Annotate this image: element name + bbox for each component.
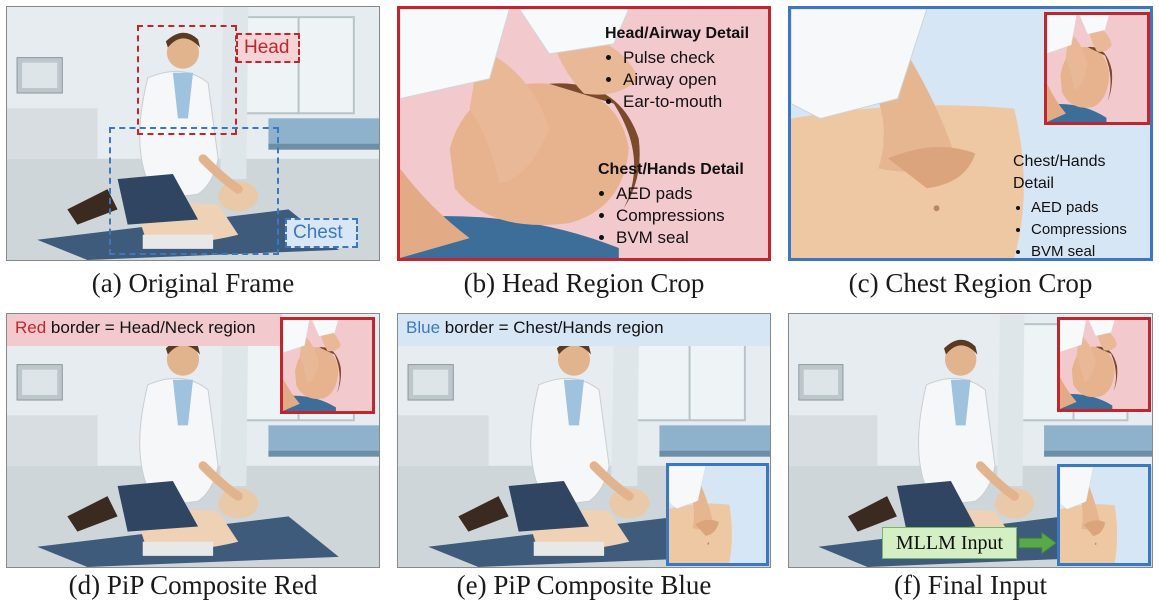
banner-color-word: Red [15, 318, 46, 337]
caption-d: (d) PiP Composite Red [6, 570, 380, 601]
caption-f: (f) Final Input [788, 570, 1153, 601]
chest-inset [666, 463, 769, 566]
head-region-label: Head [236, 33, 300, 63]
chest-hands-title: Chest/Hands Detail [598, 159, 744, 181]
chest-region-label: Chest [285, 218, 358, 248]
chest-item: Compressions [1031, 219, 1150, 241]
chest-inset [1057, 464, 1151, 566]
caption-e: (e) PiP Composite Blue [397, 570, 771, 601]
head-airway-detail: Head/Airway Detail Pulse check Airway op… [605, 23, 749, 113]
chest-item: BVM seal [616, 227, 744, 249]
head-item: Ear-to-mouth [623, 91, 749, 113]
legend-banner-red: Red border = Head/Neck region [7, 314, 282, 346]
chest-hands-detail: Chest/Hands Detail AED pads Compressions… [1013, 151, 1150, 261]
chest-item: AED pads [616, 183, 744, 205]
chest-region-box [109, 127, 279, 255]
mllm-input-label: MLLM Input [882, 527, 1017, 559]
panel-head-region-crop: Head/Airway Detail Pulse check Airway op… [397, 6, 771, 261]
head-inset [280, 317, 375, 414]
chest-item: BVM seal [1031, 241, 1150, 261]
caption-c: (c) Chest Region Crop [788, 268, 1153, 299]
head-item: Pulse check [623, 47, 749, 69]
arrow-right-icon [1019, 531, 1057, 555]
caption-b: (b) Head Region Crop [397, 268, 771, 299]
panel-original-frame: Head Chest [6, 6, 380, 261]
head-inset [1044, 12, 1150, 125]
banner-color-word: Blue [406, 318, 440, 337]
chest-item: AED pads [1031, 197, 1150, 219]
banner-text: border = Head/Neck region [46, 318, 255, 337]
legend-banner-blue: Blue border = Chest/Hands region [398, 314, 770, 346]
chest-hands-title: Chest/Hands Detail [1013, 151, 1150, 195]
caption-a: (a) Original Frame [6, 268, 380, 299]
chest-hands-detail: Chest/Hands Detail AED pads Compressions… [598, 159, 744, 249]
chest-item: Compressions [616, 205, 744, 227]
head-item: Airway open [623, 69, 749, 91]
panel-pip-composite-red: Red border = Head/Neck region [6, 313, 380, 568]
head-inset [1057, 317, 1151, 412]
head-airway-title: Head/Airway Detail [605, 23, 749, 45]
head-region-box [137, 25, 237, 135]
panel-pip-composite-blue: Blue border = Chest/Hands region [397, 313, 771, 568]
panel-chest-region-crop: Chest/Hands Detail AED pads Compressions… [788, 6, 1153, 261]
banner-text: border = Chest/Hands region [440, 318, 664, 337]
panel-final-input: MLLM Input [788, 313, 1153, 568]
